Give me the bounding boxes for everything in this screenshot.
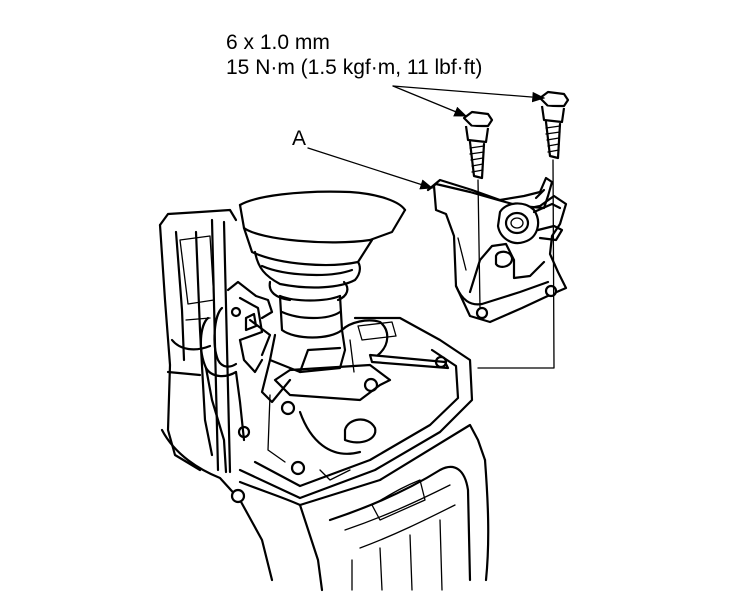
shift-shaft-assembly	[199, 190, 407, 474]
bolt-left	[462, 110, 494, 180]
callout-leaders	[307, 85, 555, 369]
bolt-size-label: 6 x 1.0 mm	[226, 31, 330, 54]
transmission-housing	[158, 208, 490, 592]
part-label-a: A	[292, 127, 307, 150]
torque-spec-label: 15 N·m (1.5 kgf·m, 11 lbf·ft)	[226, 56, 483, 79]
bracket-a	[426, 176, 568, 324]
bolt-right	[538, 90, 570, 160]
